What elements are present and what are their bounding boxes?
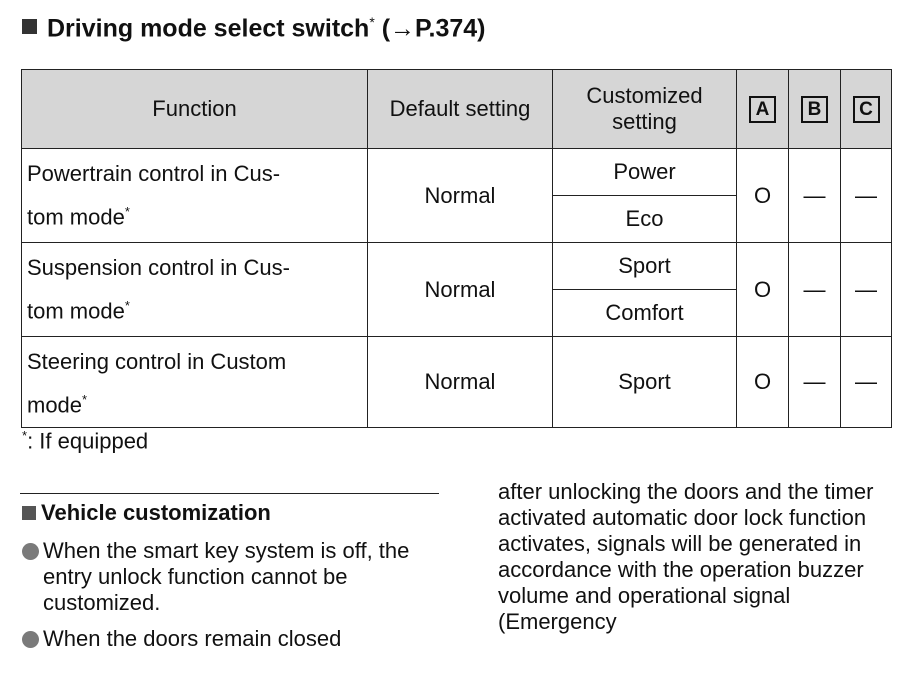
list-item: When the doors remain closed	[22, 626, 442, 652]
col-c-cell: —	[840, 242, 892, 337]
section-divider	[20, 493, 439, 494]
col-a-cell: O	[736, 336, 789, 428]
list-item: When the smart key system is off, the en…	[22, 538, 442, 616]
footnote-text: : If equipped	[27, 428, 149, 454]
heading-title: Driving mode select switch	[47, 14, 370, 43]
heading-asterisk: *	[369, 14, 375, 30]
default-cell: Normal	[367, 336, 553, 428]
function-cell: Suspension control in Cus-tom mode*	[21, 242, 368, 337]
col-a-cell: O	[736, 242, 789, 337]
col-b-cell: —	[788, 242, 841, 337]
section-heading: Driving mode select switch* (→P.374)	[22, 14, 486, 43]
square-bullet-icon	[22, 19, 37, 35]
page-reference: (→P.374)	[374, 14, 486, 43]
function-cell: Powertrain control in Cus-tom mode*	[21, 148, 368, 243]
table-row: Eco	[22, 195, 892, 243]
col-a-cell: O	[736, 148, 789, 243]
bullet-dot-icon	[22, 543, 39, 560]
subsection-title: Vehicle customization	[41, 500, 271, 525]
list-item-text: When the doors remain closed	[43, 626, 342, 651]
header-default-setting: Default setting	[367, 69, 553, 149]
col-c-cell: —	[840, 148, 892, 243]
label-a-icon: A	[749, 96, 776, 123]
header-col-a: A	[736, 69, 789, 149]
col-b-cell: —	[788, 148, 841, 243]
col-c-cell: —	[840, 336, 892, 428]
option-cell: Eco	[552, 195, 737, 243]
bullet-dot-icon	[22, 631, 39, 648]
footnote-mark: *	[22, 428, 28, 443]
footnote: *: If equipped	[22, 428, 148, 454]
label-c-icon: C	[852, 96, 880, 123]
list-item-text: When the smart key system is off, the en…	[43, 538, 410, 615]
option-cell: Sport	[552, 242, 737, 290]
label-b-icon: B	[801, 96, 828, 123]
col-b-cell: —	[788, 336, 841, 428]
header-function: Function	[21, 69, 368, 149]
table-row: Powertrain control in Cus-tom mode* Norm…	[21, 148, 892, 243]
option-cell: Power	[552, 148, 737, 196]
option-cell: Sport	[552, 336, 737, 428]
square-bullet-icon	[22, 506, 36, 520]
subsection-heading: Vehicle customization	[22, 500, 271, 526]
option-cell: Comfort	[552, 289, 737, 337]
header-col-b: B	[788, 69, 841, 149]
continuation-text: after unlocking the doors and the timer …	[498, 479, 874, 634]
table-row: Comfort	[22, 289, 892, 337]
header-col-c: C	[840, 69, 892, 149]
default-cell: Normal	[367, 148, 553, 243]
default-cell: Normal	[367, 242, 553, 337]
table-row: Suspension control in Cus-tom mode* Norm…	[21, 242, 892, 337]
